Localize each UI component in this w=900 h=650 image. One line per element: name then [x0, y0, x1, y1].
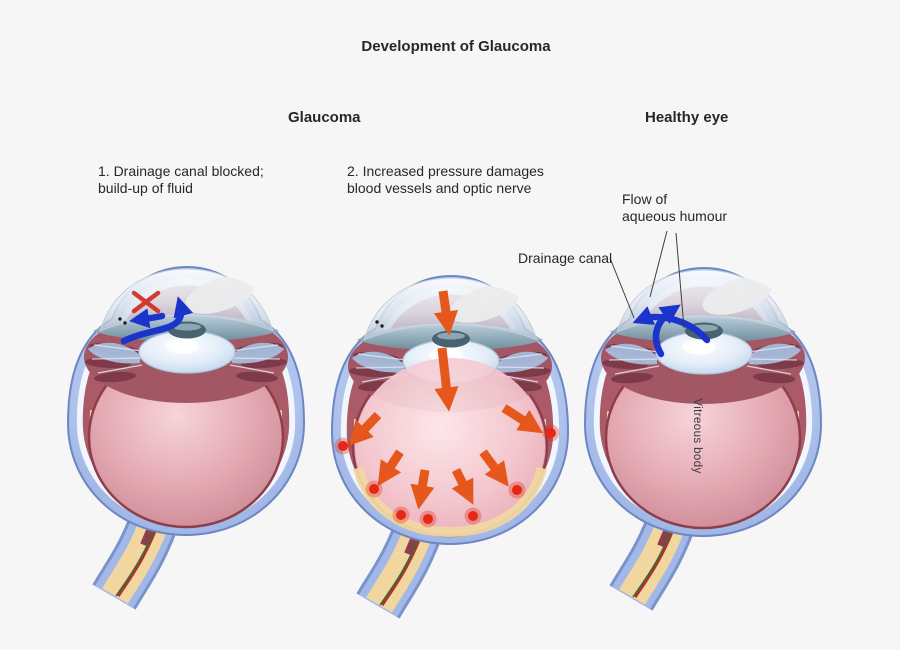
label-drainage-canal: Drainage canal — [518, 250, 613, 266]
blocked-canal-specks — [375, 320, 384, 328]
blocked-x-icon — [131, 290, 161, 314]
label-aqueous-flow-line2: aqueous humour — [622, 208, 728, 224]
aqueous-flow-arrows — [632, 304, 711, 358]
caption-stage2-line2: blood vessels and optic nerve — [347, 179, 532, 196]
eye-glaucoma-stage1 — [68, 267, 304, 597]
caption-stage1-line2: build-up of fluid — [98, 179, 193, 196]
eye-cross-section — [585, 268, 821, 598]
pressurised-vitreous — [355, 358, 545, 534]
eye-healthy — [585, 268, 821, 598]
aqueous-flow-arrow-blocked — [120, 296, 194, 345]
detached-retina-band — [353, 466, 547, 538]
diagram-title: Development of Glaucoma — [361, 38, 551, 55]
blocked-canal-specks — [118, 317, 127, 325]
flow-pointer-line-1 — [649, 230, 668, 298]
eye-glaucoma-stage2 — [332, 276, 568, 606]
label-aqueous-flow-line1: Flow of — [622, 191, 668, 207]
pressure-arrows — [348, 290, 544, 510]
caption-stage1: 1. Drainage canal blocked; build-up of f… — [98, 163, 264, 196]
damaged-blood-vessels — [334, 424, 560, 528]
drainage-pointer-line — [609, 257, 635, 319]
section-header-healthy: Healthy eye — [645, 109, 729, 126]
eye-cross-section — [68, 267, 304, 597]
caption-stage1-line1: 1. Drainage canal blocked; — [98, 163, 264, 179]
section-header-glaucoma: Glaucoma — [288, 109, 361, 126]
caption-stage2: 2. Increased pressure damages blood vess… — [347, 163, 544, 196]
label-aqueous-flow: Flow of aqueous humour — [622, 191, 727, 225]
flow-pointer-line-2 — [675, 232, 685, 329]
label-vitreous-body: Vitreous body — [691, 398, 703, 474]
caption-stage2-line1: 2. Increased pressure damages — [347, 163, 544, 179]
pointer-lines — [609, 230, 685, 329]
